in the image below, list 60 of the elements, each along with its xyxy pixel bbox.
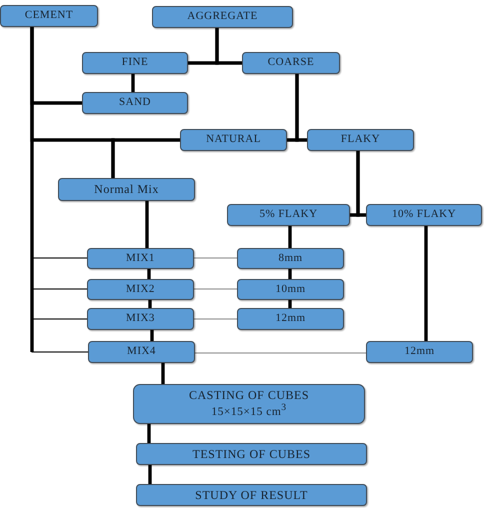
box-label: MIX4 (127, 345, 156, 359)
connector-line (147, 269, 151, 279)
box-label: MIX2 (126, 282, 155, 296)
box-label: 12mm (275, 312, 306, 326)
connector-line (356, 151, 366, 217)
box-label: TESTING OF CUBES (192, 446, 310, 462)
process-box (237, 248, 344, 269)
connector-line (194, 288, 238, 290)
process-box (152, 6, 293, 28)
process-box (82, 52, 188, 74)
process-box (87, 279, 194, 300)
box-label: CEMENT (24, 9, 74, 23)
process-box (180, 129, 287, 151)
connector-line (295, 74, 307, 142)
connector-line (194, 318, 238, 320)
box-label: 5% FLAKY (259, 208, 318, 222)
connector-line (288, 269, 292, 279)
box-label: 10mm (275, 282, 306, 296)
box-label: STUDY OF RESULT (195, 488, 308, 502)
box-label: 12mm (404, 345, 435, 359)
connector-line (161, 363, 165, 384)
box-label: CASTING OF CUBES (188, 388, 310, 402)
box-label: FINE (122, 56, 148, 70)
box-label: FLAKY (340, 133, 380, 147)
process-box (227, 204, 350, 226)
connector-line (147, 424, 151, 443)
process-box (82, 92, 188, 114)
box-label: 8mm (278, 252, 303, 266)
box-label: SAND (119, 96, 151, 110)
box-label: MIX1 (126, 252, 155, 266)
box-label: MIX3 (126, 312, 155, 326)
connector-line (148, 465, 152, 484)
box-label: NATURAL (206, 133, 261, 147)
process-box (133, 384, 365, 424)
process-box (136, 443, 367, 465)
process-box (307, 129, 414, 151)
box-label: COARSE (268, 56, 314, 70)
process-box (88, 341, 195, 363)
dimension-label: 15×15×15 cm$^{3}$ (211, 402, 287, 420)
connector-line (145, 201, 149, 248)
connector-line (215, 28, 242, 65)
connector-line (288, 226, 292, 248)
box-label: AGGREGATE (187, 10, 258, 24)
process-box (136, 484, 367, 506)
process-box (237, 308, 344, 330)
process-box (87, 308, 194, 330)
box-label: 10% FLAKY (392, 208, 456, 222)
box-label: Normal Mix (94, 182, 159, 197)
process-box (366, 341, 473, 363)
process-box (242, 52, 340, 74)
connector-line (424, 226, 428, 341)
process-box (0, 5, 98, 27)
process-box (366, 204, 482, 226)
connector-line (111, 138, 180, 178)
connector-line (194, 352, 366, 354)
connector-line (150, 330, 154, 341)
process-box (58, 178, 195, 201)
connector-line (131, 74, 135, 92)
process-box (87, 248, 194, 269)
process-box (237, 279, 344, 300)
